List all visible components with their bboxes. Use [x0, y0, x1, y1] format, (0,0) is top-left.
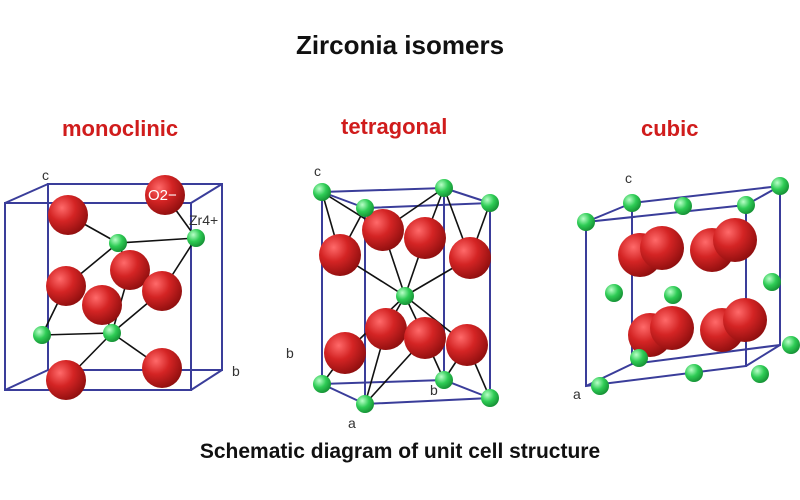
- oxygen-atom: [713, 218, 757, 262]
- tetragonal-atoms: [313, 179, 499, 413]
- monoclinic-cell: c b O2− Zr4+: [4, 167, 240, 400]
- oxygen-atom: [48, 195, 88, 235]
- oxygen-atom: [142, 348, 182, 388]
- monoclinic-axis-label-b: b: [232, 363, 240, 379]
- cubic-axis-label-a: a: [573, 386, 581, 402]
- zirconium-atom: [664, 286, 682, 304]
- zirconium-atom: [33, 326, 51, 344]
- zirconium-atom: [109, 234, 127, 252]
- zirconium-atom: [782, 336, 800, 354]
- phase-label-cubic: cubic: [641, 116, 699, 141]
- zirconium-atom: [187, 229, 205, 247]
- monoclinic-axis-label-c: c: [42, 167, 49, 183]
- zirconium-atom: [356, 395, 374, 413]
- zirconium-atom: [396, 287, 414, 305]
- oxygen-atom: [142, 271, 182, 311]
- diagram-title: Zirconia isomers: [295, 30, 505, 60]
- cubic-atoms: [577, 177, 800, 395]
- zirconium-atom: [751, 365, 769, 383]
- zirconium-atom: [630, 349, 648, 367]
- oxygen-atom: [404, 217, 446, 259]
- oxygen-ion-label: O2−: [148, 187, 177, 204]
- zirconium-atom: [577, 213, 595, 231]
- zirconium-atom: [763, 273, 781, 291]
- oxygen-atom: [640, 226, 684, 270]
- zirconium-ion-label: Zr4+: [189, 212, 218, 228]
- oxygen-atom: [362, 209, 404, 251]
- oxygen-atom: [723, 298, 767, 342]
- oxygen-atom: [110, 250, 150, 290]
- cubic-axis-label-c: c: [625, 170, 632, 186]
- zirconium-atom: [313, 183, 331, 201]
- zirconium-atom: [435, 371, 453, 389]
- oxygen-atom: [145, 175, 185, 215]
- zirconium-atom: [103, 324, 121, 342]
- oxygen-atom: [446, 324, 488, 366]
- oxygen-atom: [319, 234, 361, 276]
- oxygen-atom: [46, 360, 86, 400]
- phase-label-tetragonal: tetragonal: [341, 114, 448, 139]
- zirconium-atom: [435, 179, 453, 197]
- zirconium-atom: [481, 389, 499, 407]
- oxygen-atom: [404, 317, 446, 359]
- cubic-cell: c a: [573, 170, 800, 402]
- zirconium-atom: [737, 196, 755, 214]
- oxygen-atom: [365, 308, 407, 350]
- tetragonal-axis-label-a: a: [348, 415, 356, 431]
- tetragonal-axis-label-c: c: [314, 163, 321, 179]
- tetragonal-axis-label-b-left: b: [286, 345, 294, 361]
- oxygen-atom: [46, 266, 86, 306]
- oxygen-atom: [449, 237, 491, 279]
- monoclinic-atoms: [33, 175, 205, 400]
- zirconium-atom: [605, 284, 623, 302]
- zirconium-atom: [771, 177, 789, 195]
- tetragonal-axis-label-b-bottom: b: [430, 382, 438, 398]
- zirconium-atom: [674, 197, 692, 215]
- zirconium-atom: [313, 375, 331, 393]
- diagram-caption: Schematic diagram of unit cell structure: [199, 440, 601, 463]
- oxygen-atom: [82, 285, 122, 325]
- oxygen-atom: [650, 306, 694, 350]
- zirconium-atom: [481, 194, 499, 212]
- zirconium-atom: [356, 199, 374, 217]
- zirconium-atom: [685, 364, 703, 382]
- tetragonal-cell: c b b a: [286, 163, 499, 431]
- zirconium-atom: [591, 377, 609, 395]
- oxygen-atom: [324, 332, 366, 374]
- zirconium-atom: [623, 194, 641, 212]
- phase-label-monoclinic: monoclinic: [62, 116, 179, 141]
